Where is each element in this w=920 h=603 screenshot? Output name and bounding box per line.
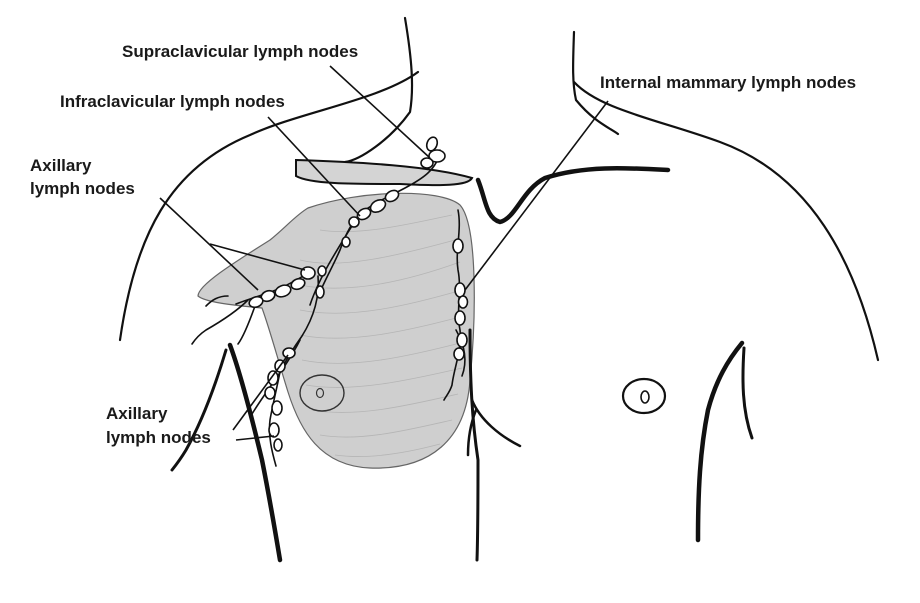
leader-lines: [159, 65, 609, 441]
leader-axillary-upper-2: [209, 243, 306, 271]
label-axillary-upper-line1: Axillary: [30, 156, 92, 175]
leader-axillary-upper-1: [159, 197, 259, 291]
right-arm-outline: [741, 346, 754, 440]
label-axillary-lower-line2: lymph nodes: [106, 428, 211, 447]
leader-supraclavicular: [329, 65, 431, 159]
right-nipple: [640, 390, 650, 404]
clavicle: [295, 158, 474, 187]
breast-region: [197, 192, 475, 469]
neck-right-outline: [572, 30, 620, 136]
label-supraclavicular: Supraclavicular lymph nodes: [122, 42, 359, 61]
leader-axillary-lower-2: [235, 435, 275, 441]
sternum-line: [468, 328, 480, 562]
label-axillary-upper-line2: lymph nodes: [30, 179, 135, 198]
left-nipple: [315, 387, 325, 399]
leader-axillary-lower-1: [232, 354, 289, 431]
left-shoulder-outline: [118, 70, 420, 342]
left-nipple-areola: [299, 374, 345, 412]
sternum-branch-left: [470, 398, 522, 448]
left-axilla-outline: [227, 342, 283, 563]
sternal-notch: [475, 165, 671, 225]
leader-internal-mammary: [464, 100, 609, 291]
label-internal-mammary: Internal mammary lymph nodes: [600, 73, 857, 92]
label-axillary-lower-line1: Axillary: [106, 404, 168, 423]
lymph-nodes: [248, 136, 469, 452]
right-axilla-outline: [695, 340, 745, 543]
right-shoulder-outline: [572, 80, 880, 362]
label-infraclavicular: Infraclavicular lymph nodes: [60, 92, 285, 111]
sternum-branch-right: [466, 408, 478, 457]
breast-striations: [299, 214, 465, 457]
neck-left-outline: [343, 16, 414, 164]
left-arm-outline: [170, 348, 228, 472]
leader-infraclavicular: [267, 116, 361, 217]
right-nipple-areola: [621, 377, 667, 415]
